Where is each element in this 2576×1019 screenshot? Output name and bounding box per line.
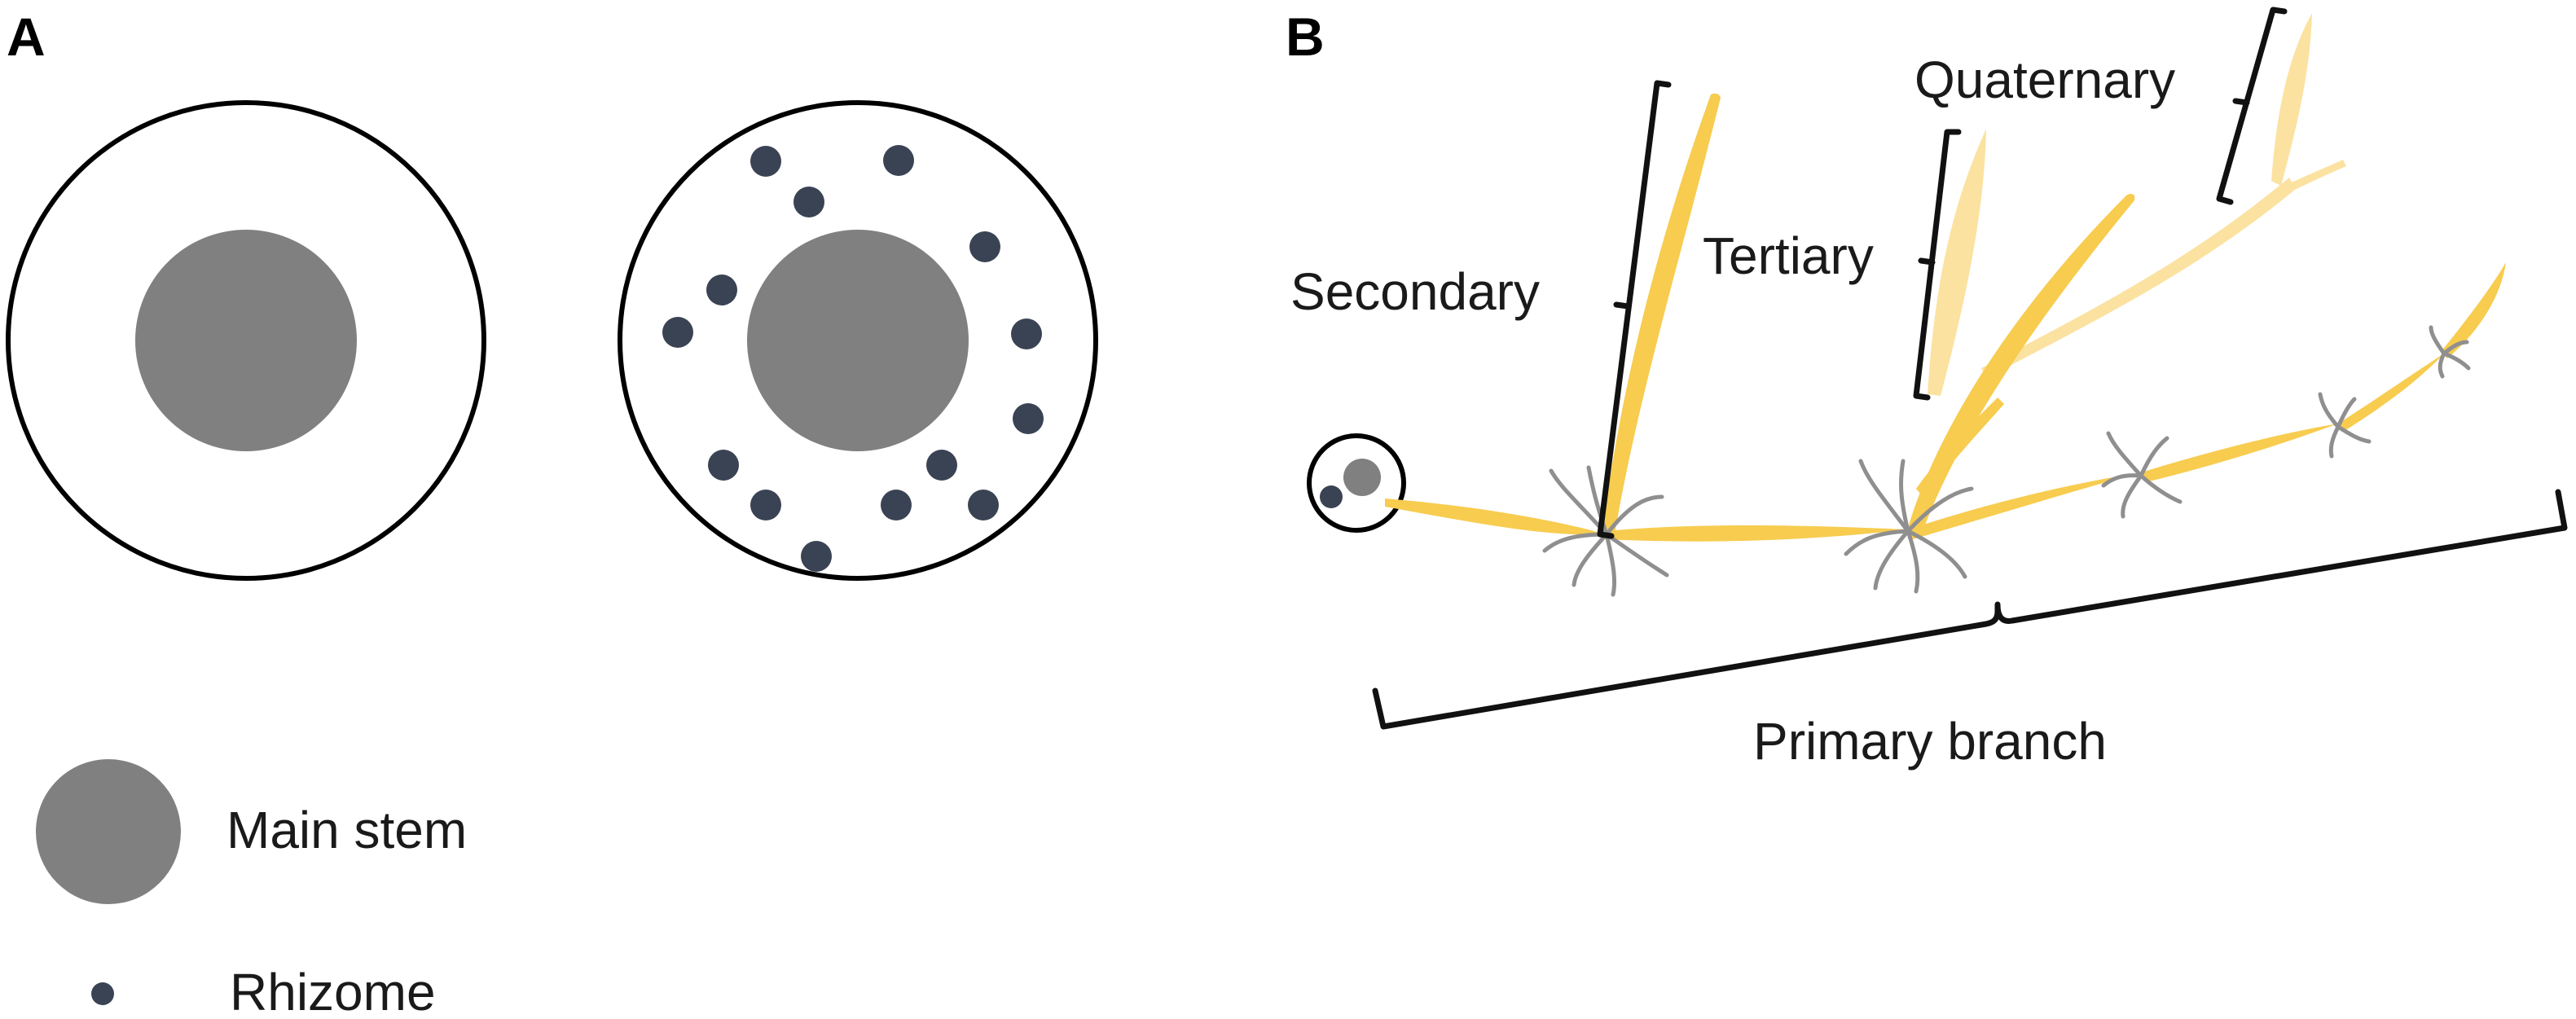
root (1899, 459, 1910, 534)
rhizome-dot (750, 490, 781, 520)
root (2328, 424, 2341, 459)
rhizome-dot (883, 145, 914, 176)
rhizome-dot (926, 450, 957, 481)
root (1542, 532, 1609, 553)
main-stem-right (747, 230, 969, 451)
yellow-branches (1385, 93, 2506, 542)
root-cluster-node-4 (2318, 392, 2372, 459)
main-stem-left (135, 230, 357, 451)
root (2101, 473, 2143, 488)
tertiary-bracket (1913, 129, 1962, 401)
root (2336, 397, 2357, 429)
quaternary-label: Quaternary (1914, 51, 2175, 109)
primary-segment-1 (1385, 499, 1607, 535)
rhizome-dot (801, 541, 832, 572)
rhizome-dot (662, 317, 693, 348)
base-rhizome (1320, 485, 1343, 508)
rhizome-dot (1011, 318, 1042, 349)
panel-b-letter: B (1286, 7, 1325, 67)
root (2442, 340, 2469, 356)
tertiary-thick-branch (1908, 194, 2135, 531)
tertiary-fork (1916, 397, 2004, 499)
root (2442, 351, 2471, 371)
root (1572, 532, 1609, 587)
root (1873, 529, 1910, 591)
panel-a-letter: A (7, 7, 46, 67)
legend-main-stem-label: Main stem (226, 801, 467, 859)
primary-tip-blade (2441, 262, 2506, 358)
root (1906, 529, 1967, 579)
root (2106, 431, 2143, 478)
primary-branch-label: Primary branch (1753, 712, 2107, 771)
root (1858, 459, 1910, 534)
tertiary-label: Tertiary (1703, 226, 1874, 285)
root (1604, 494, 1664, 537)
root (2336, 424, 2372, 444)
root-cluster-node-2 (1844, 459, 1974, 594)
rhizome-dots (662, 145, 1044, 572)
primary-segment-2 (1607, 525, 1908, 542)
root (1906, 486, 1974, 534)
legend: Main stem Rhizome (36, 759, 467, 1019)
primary-bracket (1372, 489, 2568, 730)
secondary-bracket (1597, 80, 1672, 539)
root (1844, 529, 1910, 556)
secondary-label: Secondary (1290, 262, 1540, 321)
cross-section-without-rhizomes (6, 100, 486, 581)
pale-branches (1928, 13, 2346, 396)
legend-rhizome-label: Rhizome (230, 963, 436, 1019)
diagonal-branch (1981, 178, 2296, 378)
cross-section-with-rhizomes (618, 100, 1098, 581)
base-cross-section (1307, 433, 1406, 533)
rhizome-dot (1013, 403, 1044, 434)
root (2139, 436, 2169, 478)
root (2318, 392, 2341, 429)
root-cluster-node-5 (2429, 325, 2471, 379)
rhizome-dot (706, 275, 737, 305)
legend-rhizome-swatch (91, 982, 114, 1005)
root (2139, 473, 2183, 504)
primary-segment-5 (2338, 354, 2444, 432)
root (1604, 532, 1669, 578)
primary-segment-4 (2141, 424, 2338, 482)
root (2438, 351, 2446, 379)
primary-segment-3 (1908, 472, 2141, 539)
brackets (1372, 7, 2568, 730)
root-clusters (1542, 325, 2471, 597)
base-main-stem (1343, 459, 1381, 496)
rhizome-dot (969, 231, 1000, 262)
secondary-branch (1602, 93, 1721, 535)
root (1906, 529, 1920, 594)
root (2121, 473, 2143, 519)
legend-main-stem-swatch (36, 759, 181, 904)
quaternary-branch (2271, 13, 2312, 186)
tertiary-thin-branch (1928, 129, 1986, 396)
quaternary-spur (2288, 160, 2346, 192)
rhizome-dot (750, 146, 781, 177)
quaternary-bracket (2216, 7, 2288, 205)
rhizome-dot (881, 490, 912, 520)
rhizome-dot (968, 490, 999, 520)
root (1604, 532, 1617, 597)
rhizome-dot (793, 187, 824, 217)
root-cluster-node-3 (2101, 431, 2183, 519)
root (2429, 325, 2446, 356)
rhizome-dot (708, 450, 739, 481)
